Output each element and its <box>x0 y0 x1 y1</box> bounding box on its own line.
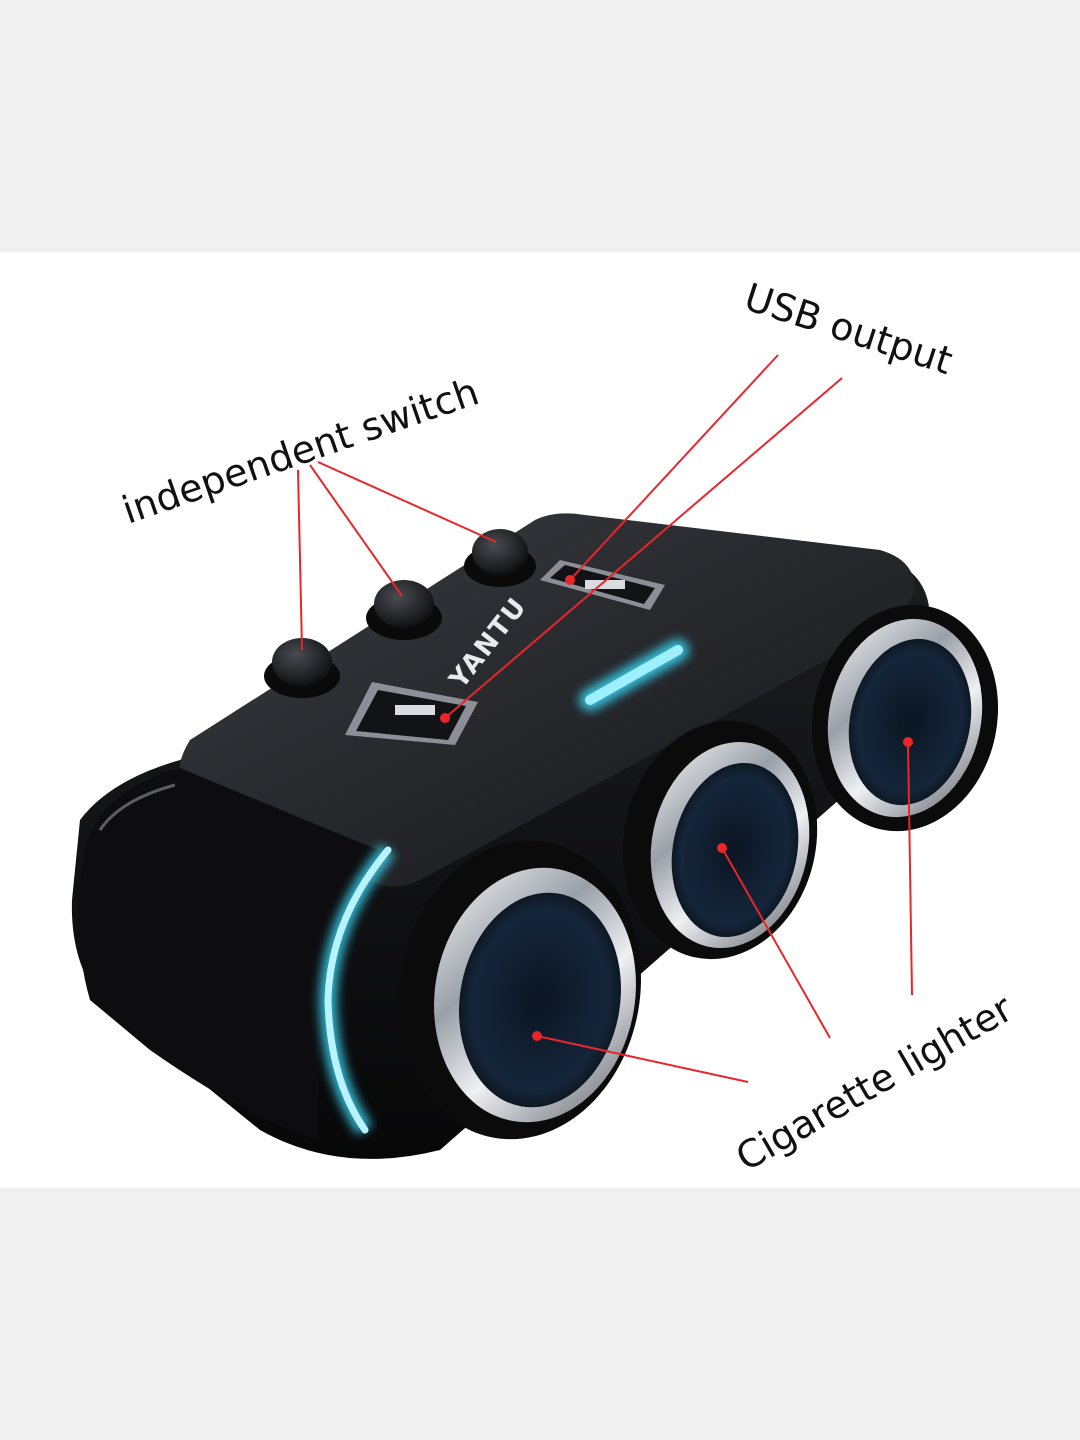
bottom-margin-band <box>0 1188 1080 1440</box>
leader-dots <box>440 575 913 1041</box>
lighter-socket-middle <box>622 720 818 960</box>
led-strip-top <box>579 639 689 711</box>
lighter-socket-left <box>398 840 642 1140</box>
leader-lines <box>297 354 913 1083</box>
label-cigarette-lighter: Cigarette lighter <box>729 986 1021 1180</box>
led-strip-front <box>318 844 395 1136</box>
switch-button-2 <box>366 580 442 640</box>
top-margin-band <box>0 0 1080 252</box>
switch-button-1 <box>264 638 340 698</box>
label-usb-output: USB output <box>739 275 957 383</box>
socket-splitter-illustration: YANTU <box>71 275 1021 1180</box>
switch-button-3 <box>464 529 536 587</box>
label-independent-switch: independent switch <box>117 369 485 532</box>
splitter-body <box>71 513 930 1159</box>
product-image-panel: YANTU <box>0 252 1080 1188</box>
usb-port-2 <box>540 560 665 610</box>
usb-port-1 <box>345 682 478 745</box>
lighter-socket-right <box>811 604 999 832</box>
